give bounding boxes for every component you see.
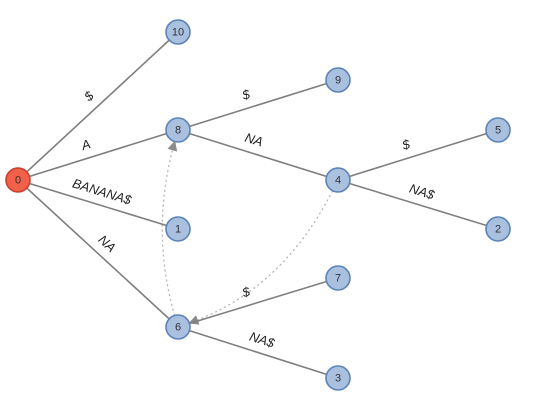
edge-label-n0-to-n8: A (79, 136, 93, 153)
node-label: 2 (495, 224, 501, 236)
edge-label-n8-to-n9: $ (239, 86, 252, 103)
edge-label-n4-to-n2: NA$ (408, 181, 437, 203)
tree-node-7[interactable]: 7 (325, 265, 351, 291)
node-label: 8 (175, 125, 181, 137)
node-circle (165, 314, 191, 340)
tree-node-6[interactable]: 6 (165, 314, 191, 340)
tree-node-1[interactable]: 1 (165, 216, 191, 242)
edge-label-n4-to-n5: $ (399, 136, 412, 153)
tree-node-8[interactable]: 8 (165, 117, 191, 143)
edge-n0-to-n10 (17, 31, 179, 181)
edge-label-n0-to-n10: $ (80, 88, 97, 105)
tree-node-2[interactable]: 2 (485, 216, 511, 242)
node-label: 9 (335, 75, 341, 87)
root-node-circle (5, 167, 31, 193)
edge-label-n6-to-n7: $ (239, 284, 252, 301)
suffix-link-n6-to-n8 (161, 140, 178, 316)
node-circle (165, 216, 191, 242)
node-circle (165, 19, 191, 45)
edges-layer (17, 31, 499, 379)
node-label: 10 (172, 27, 184, 39)
node-circle (325, 167, 351, 193)
node-label: 7 (335, 273, 341, 285)
edge-label-n8-to-n4: NA (243, 130, 265, 150)
edge-n6-to-n3 (177, 326, 339, 379)
edge-label-n6-to-n3: NA$ (248, 329, 277, 351)
tree-node-9[interactable]: 9 (325, 67, 351, 93)
edge-n0-to-n6 (17, 179, 179, 328)
suffix-link-n4-to-n6 (188, 190, 334, 325)
edge-n8-to-n4 (177, 129, 339, 181)
node-label: 3 (335, 373, 341, 385)
tree-node-3[interactable]: 3 (325, 365, 351, 391)
tree-node-5[interactable]: 5 (485, 117, 511, 143)
node-circle (165, 117, 191, 143)
edge-n8-to-n9 (177, 79, 339, 131)
node-label: 6 (175, 322, 181, 334)
node-label: 5 (495, 125, 501, 137)
tree-node-4[interactable]: 4 (325, 167, 351, 193)
node-circle (325, 365, 351, 391)
node-circle (325, 67, 351, 93)
node-circle (485, 117, 511, 143)
tree-node-10[interactable]: 10 (165, 19, 191, 45)
edge-n0-to-n1 (17, 179, 179, 230)
node-circle (325, 265, 351, 291)
node-circle (485, 216, 511, 242)
edge-n4-to-n5 (337, 129, 499, 181)
suffix-links-layer (161, 140, 334, 325)
edge-label-n0-to-n1: BANANA$ (71, 176, 134, 208)
node-label: 0 (15, 175, 21, 187)
node-label: 1 (175, 224, 181, 236)
edge-label-n0-to-n6: NA (95, 232, 118, 255)
edge-n0-to-n8 (17, 129, 179, 181)
nodes-layer: 0 10 8 9 1 4 5 2 6 7 3 (5, 19, 511, 391)
edge-n4-to-n2 (337, 179, 499, 230)
edge-n6-to-n7 (177, 277, 339, 328)
root-node[interactable]: 0 (5, 167, 31, 193)
node-label: 4 (335, 175, 341, 187)
